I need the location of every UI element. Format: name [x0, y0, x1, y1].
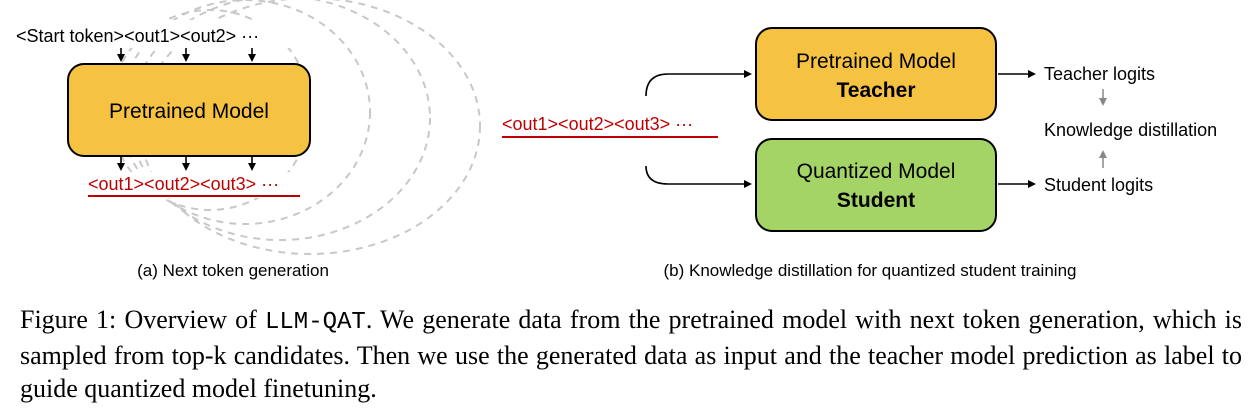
- panel-a-input-tokens: <Start token><out1><out2> ···: [16, 26, 259, 46]
- teacher-role-label: Teacher: [837, 79, 916, 102]
- student-role-label: Student: [837, 189, 915, 212]
- teacher-model-box: [755, 27, 997, 121]
- panel-a-output-arrows: [117, 157, 256, 171]
- panel-b: <out1><out2><out3> ··· Pretrained Model …: [502, 27, 1217, 280]
- feedback-arc-3: [129, 0, 431, 241]
- figure-caption: Figure 1: Overview of LLM-QAT. We genera…: [20, 303, 1242, 405]
- caption-code: LLM-QAT: [264, 309, 366, 336]
- student-model-box: [755, 138, 997, 232]
- student-model-label: Quantized Model: [797, 160, 956, 183]
- caption-prefix: Figure 1: Overview of: [20, 305, 265, 334]
- caption-body: . We generate data from the pretrained m…: [20, 305, 1242, 403]
- teacher-model-label: Pretrained Model: [796, 50, 956, 73]
- panel-a-model-label: Pretrained Model: [109, 100, 269, 123]
- panel-b-subcaption: (b) Knowledge distillation for quantized…: [664, 261, 1077, 280]
- panel-a-output-tokens: <out1><out2><out3> ···: [88, 174, 279, 194]
- panel-b-arrow-to-teacher: [645, 70, 752, 97]
- student-logits-label: Student logits: [1044, 175, 1153, 195]
- panel-a: <Start token><out1><out2> ··· Pretrained…: [10, 0, 481, 280]
- panel-a-subcaption: (a) Next token generation: [137, 261, 329, 280]
- panel-b-arrow-to-student: [645, 165, 752, 188]
- panel-a-pretrained-model-box: [67, 63, 311, 157]
- feedback-arc-2: [119, 0, 371, 225]
- panel-a-input-arrows: [117, 48, 256, 62]
- knowledge-distillation-label: Knowledge distillation: [1044, 120, 1217, 140]
- teacher-logits-label: Teacher logits: [1044, 64, 1155, 84]
- panel-b-input-tokens: <out1><out2><out3> ···: [502, 114, 693, 134]
